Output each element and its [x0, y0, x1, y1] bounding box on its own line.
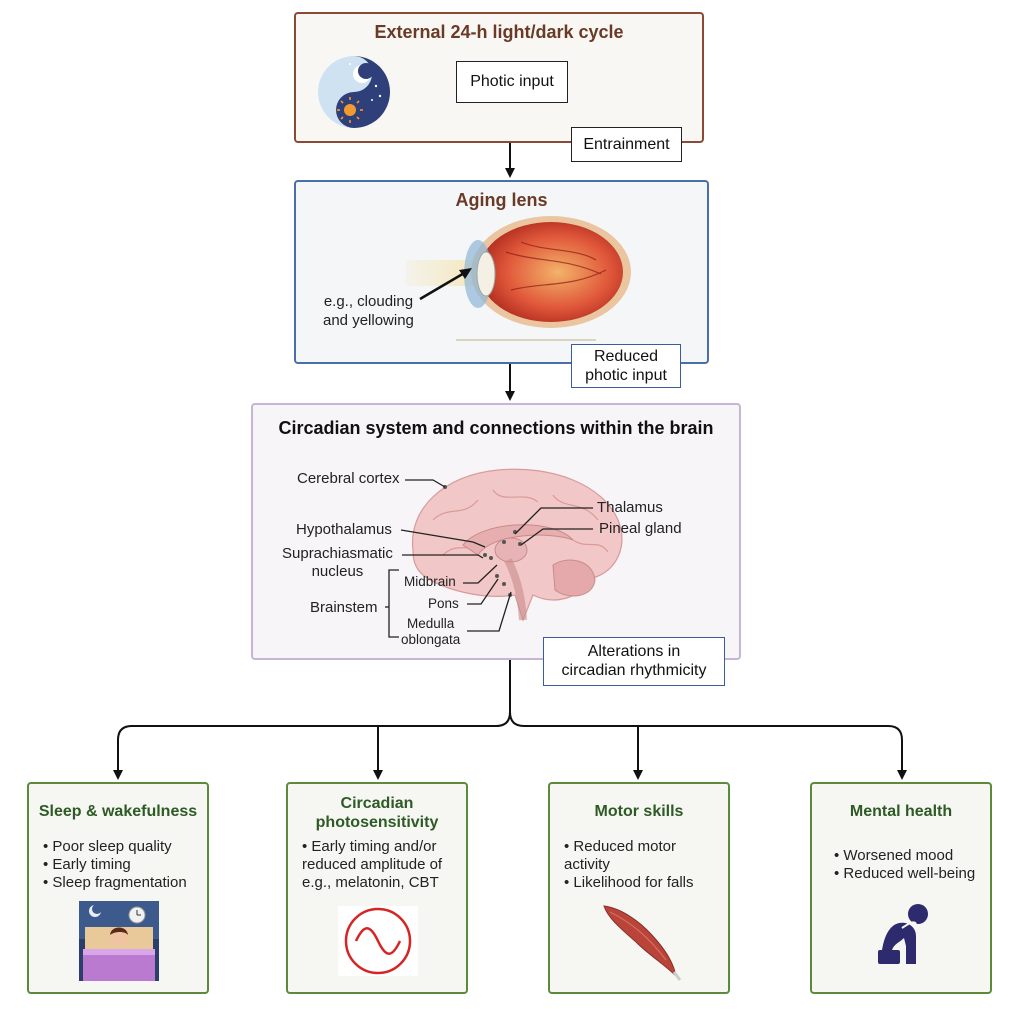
alterations-line2: circadian rhythmicity: [561, 662, 707, 679]
alterations-box: Alterations in circadian rhythmicity: [543, 637, 725, 686]
motor-skills-title: Motor skills: [594, 803, 684, 820]
thalamus-label: Thalamus: [597, 499, 663, 516]
eye-icon: [406, 216, 631, 341]
circadian-photosensitivity-list: Early timing and/or reduced amplitude of…: [302, 838, 460, 892]
list-item: Likelihood for falls: [564, 874, 722, 892]
list-item: Early timing: [43, 856, 201, 874]
sine-wave-icon: [338, 906, 418, 976]
light-dark-cycle-panel: External 24-h light/dark cycle Photic in…: [294, 12, 704, 143]
list-item: Poor sleep quality: [43, 838, 201, 856]
medulla-label-line1: Medulla: [407, 616, 455, 631]
brain-leader-lines: [385, 479, 593, 638]
sleep-wakefulness-panel: Sleep & wakefulness Poor sleep quality E…: [27, 782, 209, 994]
hypothalamus-label: Hypothalamus: [296, 521, 392, 538]
list-item: Worsened mood: [834, 847, 984, 865]
motor-skills-panel: Motor skills Reduced motor activity Like…: [548, 782, 730, 994]
circadian-brain-title: Circadian system and connections within …: [278, 418, 714, 438]
sad-person-icon: [878, 904, 928, 964]
lens-annotation: e.g., clouding and yellowing: [323, 292, 414, 330]
motor-skills-list: Reduced motor activity Likelihood for fa…: [564, 838, 722, 892]
scn-label: Suprachiasmatic nucleus: [282, 545, 393, 581]
reduced-line2: photic input: [585, 367, 667, 384]
brain-icon: [411, 468, 623, 622]
medulla-label-line2: oblongata: [401, 632, 461, 647]
aging-lens-title: Aging lens: [455, 190, 548, 210]
list-item: Early timing and/or reduced amplitude of…: [302, 838, 460, 892]
list-item: Sleep fragmentation: [43, 874, 201, 892]
brainstem-label: Brainstem: [310, 599, 378, 616]
midbrain-label: Midbrain: [404, 574, 456, 589]
sleep-wakefulness-list: Poor sleep quality Early timing Sleep fr…: [43, 838, 201, 892]
muscle-icon: [603, 905, 682, 981]
lens-annotation-line1: e.g., clouding: [323, 293, 414, 310]
reduced-photic-input-box: Reduced photic input: [571, 344, 681, 388]
pons-label: Pons: [428, 596, 459, 611]
medulla-label: Medulla oblongata: [401, 616, 460, 648]
circadian-brain-panel: Circadian system and connections within …: [251, 403, 741, 660]
scn-label-line2: nucleus: [311, 563, 364, 580]
reduced-line1: Reduced: [593, 348, 659, 365]
mental-health-list: Worsened mood Reduced well-being: [834, 847, 984, 883]
list-item: Reduced motor activity: [564, 838, 722, 874]
circadian-photosensitivity-title: Circadian photosensitivity: [315, 795, 439, 831]
cerebral-cortex-label: Cerebral cortex: [297, 470, 400, 487]
light-dark-cycle-title: External 24-h light/dark cycle: [374, 22, 624, 42]
sleep-wakefulness-title: Sleep & wakefulness: [38, 803, 198, 820]
lens-annotation-line2: and yellowing: [323, 312, 414, 329]
photic-input-box: Photic input: [456, 61, 568, 103]
branch-connector: [113, 660, 511, 780]
mental-health-title: Mental health: [849, 803, 953, 820]
sleeping-person-icon: [79, 901, 159, 981]
lens-annotation-arrow: [419, 268, 472, 301]
day-night-icon: [318, 56, 390, 128]
entrainment-box: Entrainment: [571, 127, 682, 162]
scn-label-line1: Suprachiasmatic: [282, 545, 393, 562]
aging-lens-panel: Aging lens e.g., clouding and yellowing: [294, 180, 709, 364]
alterations-line1: Alterations in: [587, 643, 681, 660]
list-item: Reduced well-being: [834, 865, 984, 883]
pineal-gland-label: Pineal gland: [599, 520, 682, 537]
circadian-photosensitivity-panel: Circadian photosensitivity Early timing …: [286, 782, 468, 994]
mental-health-panel: Mental health Worsened mood Reduced well…: [810, 782, 992, 994]
